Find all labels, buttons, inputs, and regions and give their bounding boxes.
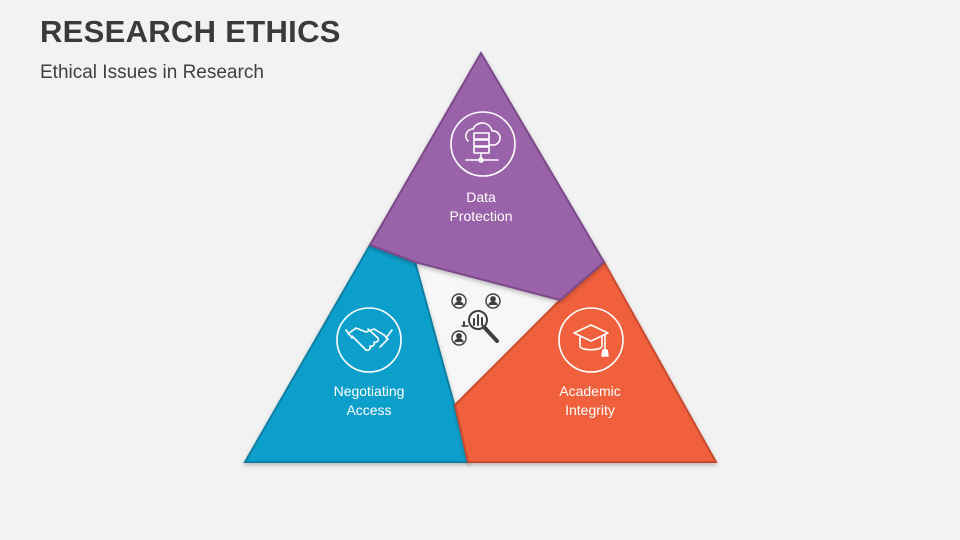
research-analysis-icon [451,293,501,346]
label-line: Negotiating [333,383,405,399]
label-negotiating-access: Negotiating Access [289,382,449,420]
page-title: RESEARCH ETHICS [40,14,341,49]
page-subtitle: Ethical Issues in Research [40,62,264,83]
label-line: Academic [559,383,621,399]
label-academic-integrity: Academic Integrity [510,382,670,420]
label-line: Protection [449,208,513,224]
handshake-icon [336,307,402,373]
label-line: Data [466,189,496,205]
cloud-server-icon [450,111,516,177]
label-data-protection: Data Protection [401,188,561,226]
label-line: Integrity [565,402,615,418]
graduation-cap-icon [558,307,624,373]
label-line: Access [346,402,392,418]
